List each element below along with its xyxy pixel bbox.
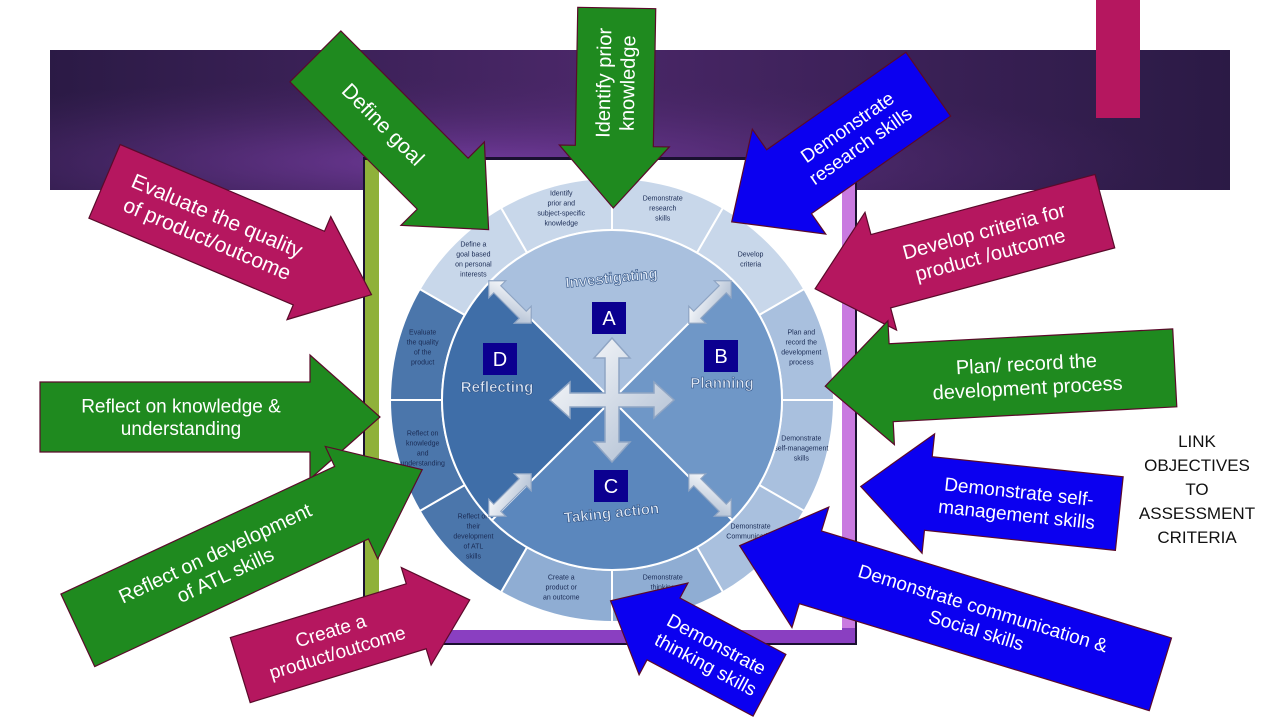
callout-arrow-label: Reflect on knowledge &understanding bbox=[81, 396, 281, 440]
callout-arrow-shape bbox=[859, 432, 1124, 555]
double-arrow-icon bbox=[488, 473, 532, 517]
callout-arrow: Demonstrateresearch skills bbox=[730, 51, 952, 235]
wheel-center bbox=[488, 280, 732, 517]
callout-arrow: Identify priorknowledge bbox=[558, 6, 671, 209]
callout-arrow-shape bbox=[730, 51, 952, 235]
slide-left-strip bbox=[365, 160, 379, 640]
link-objectives-note: LINK OBJECTIVES TO ASSESSMENT CRITERIA bbox=[1138, 432, 1256, 547]
quadrant-letter-badge bbox=[704, 340, 738, 372]
callout-arrow-shape bbox=[814, 173, 1116, 332]
double-arrow-icon bbox=[688, 280, 732, 324]
double-arrow-icon bbox=[488, 280, 532, 324]
callout-arrow-shape bbox=[60, 445, 424, 668]
quadrant-letter-badge bbox=[483, 343, 517, 375]
four-way-arrow-icon bbox=[548, 336, 676, 464]
callout-arrow: Plan/ record thedevelopment process bbox=[824, 319, 1178, 446]
quadrant-letter-badge bbox=[594, 470, 628, 502]
quadrant-title: Reflecting bbox=[461, 379, 534, 396]
callout-arrow-shape bbox=[738, 505, 1173, 712]
callout-arrow-shape bbox=[609, 582, 787, 717]
callout-arrow-shape bbox=[824, 319, 1178, 446]
double-arrow-icon bbox=[688, 473, 732, 517]
quadrant-letter: C bbox=[604, 476, 618, 498]
callout-arrow: Reflect on knowledge &understanding bbox=[39, 353, 381, 481]
quadrant-letter: A bbox=[602, 308, 616, 330]
quadrant-letter: B bbox=[714, 346, 727, 368]
callout-arrow-shape bbox=[289, 30, 490, 231]
quadrant-letter: D bbox=[493, 349, 507, 371]
quadrant-letter-badge bbox=[592, 302, 626, 334]
callout-arrow: Demonstrate self-management skills bbox=[859, 432, 1124, 555]
wheel-quadrant bbox=[441, 278, 614, 522]
quadrant-title: Planning bbox=[690, 375, 753, 392]
callout-arrow-shape bbox=[88, 143, 373, 321]
callout-arrow: Create aproduct/outcome bbox=[229, 566, 471, 704]
callout-arrow-label: Plan/ record thedevelopment process bbox=[931, 349, 1123, 405]
callout-arrow-shape bbox=[39, 353, 381, 481]
callout-arrow-shape bbox=[229, 566, 471, 704]
wheel-quadrant bbox=[610, 278, 783, 522]
callout-arrow-shape bbox=[558, 6, 671, 209]
callout-arrow-label: Identify priorknowledge bbox=[592, 27, 640, 138]
accent-bar bbox=[1096, 0, 1140, 118]
